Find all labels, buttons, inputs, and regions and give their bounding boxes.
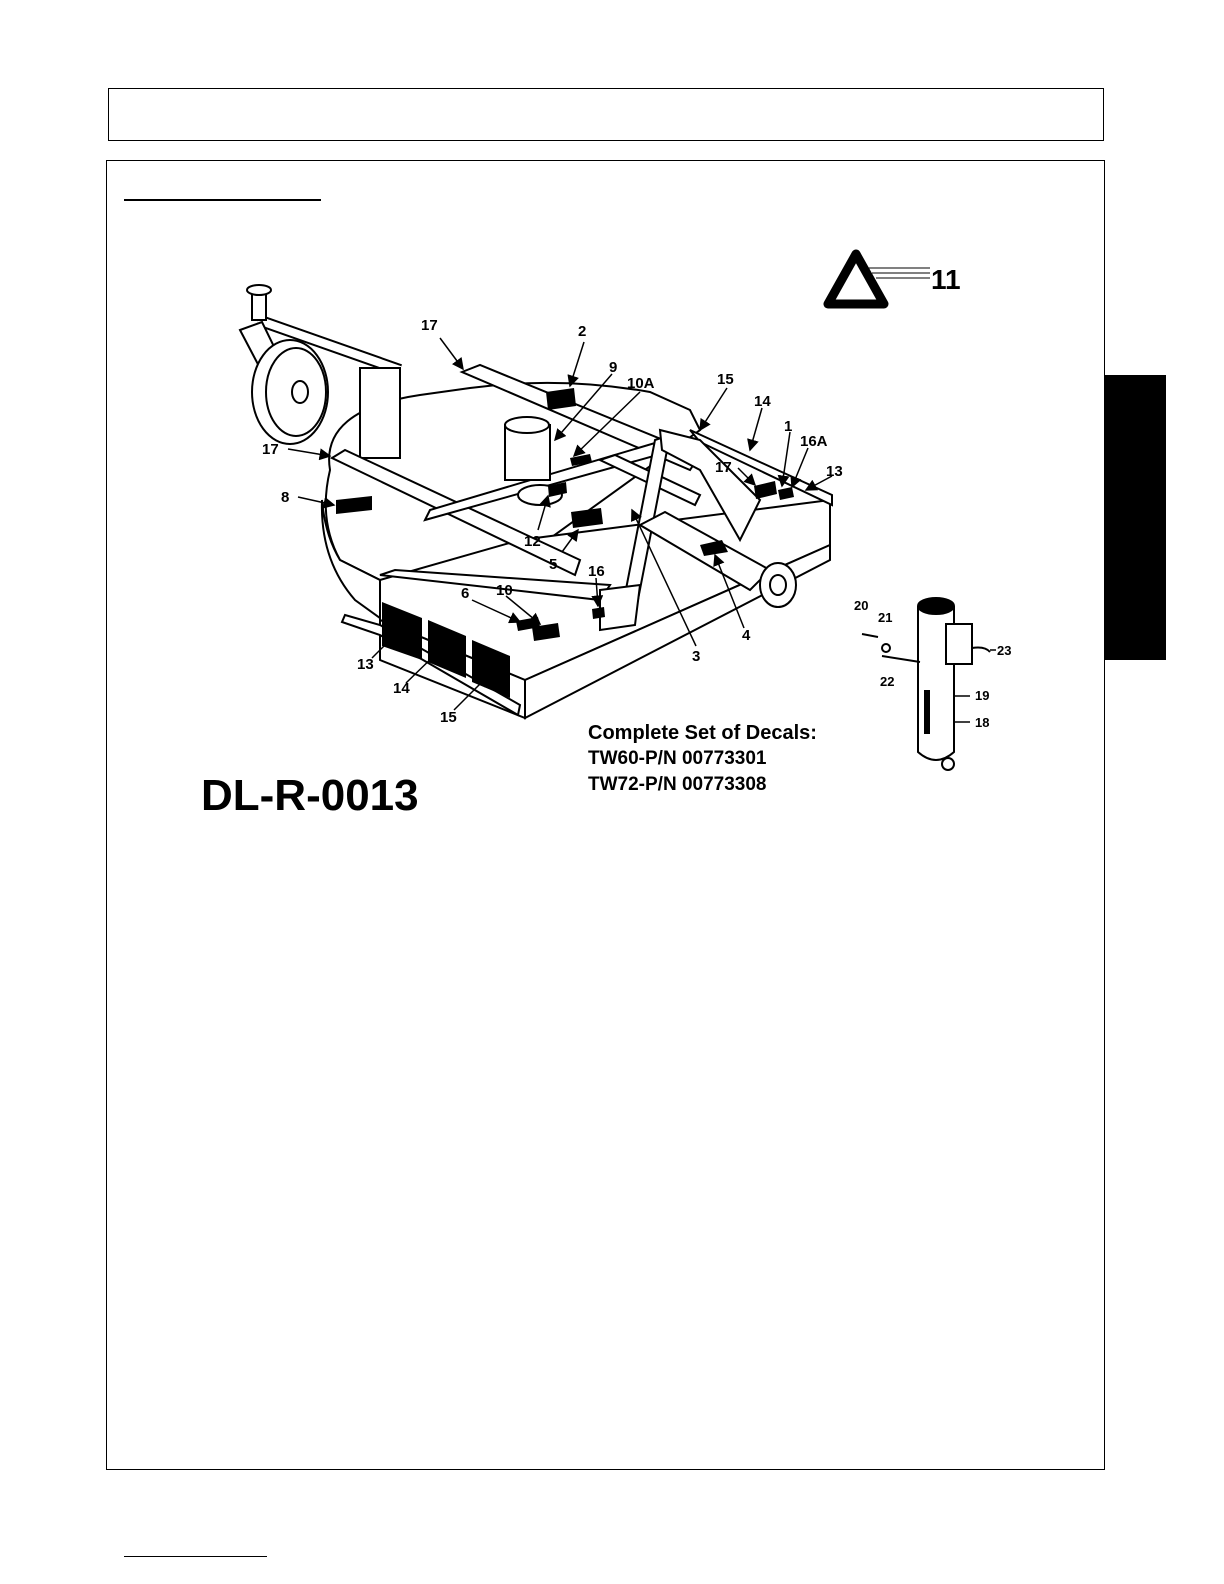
callout-15-lower: 15 [440, 709, 457, 726]
smv-triangle-icon [828, 254, 930, 304]
callout-8: 8 [281, 489, 289, 506]
decal-set-part-number-tw60: TW60-P/N 00773301 [588, 746, 817, 772]
callout-14-lower: 14 [393, 680, 410, 697]
callout-13-lower: 13 [357, 656, 374, 673]
callout-18: 18 [975, 715, 989, 730]
callout-11: 11 [931, 264, 961, 295]
callout-9: 9 [609, 359, 617, 376]
callout-2: 2 [578, 323, 586, 340]
callout-1: 1 [784, 418, 792, 435]
callout-20: 20 [854, 598, 868, 613]
decal-set-part-number-tw72: TW72-P/N 00773308 [588, 772, 817, 798]
callout-22: 22 [880, 674, 894, 689]
callout-15-upper: 15 [717, 371, 734, 388]
callout-21: 21 [878, 610, 892, 625]
callout-10a: 10A [627, 375, 655, 392]
tailwheel-assembly [240, 285, 400, 458]
callout-3: 3 [692, 648, 700, 665]
decal-set-heading: Complete Set of Decals: [588, 720, 817, 746]
drawing-id: DL-R-0013 [201, 772, 419, 820]
callout-16a: 16A [800, 433, 828, 450]
callout-4: 4 [742, 627, 751, 644]
callout-17-left: 17 [262, 441, 279, 458]
callout-13-upper: 13 [826, 463, 843, 480]
callout-17-right: 17 [715, 459, 732, 476]
callout-6: 6 [461, 585, 469, 602]
callout-12: 12 [524, 533, 541, 550]
callout-23: 23 [997, 643, 1011, 658]
callout-16: 16 [588, 563, 605, 580]
callout-14-upper: 14 [754, 393, 771, 410]
callout-17-top: 17 [421, 317, 438, 334]
callout-5: 5 [549, 556, 557, 573]
callout-19: 19 [975, 688, 989, 703]
callout-10: 10 [496, 582, 513, 599]
decal-set-info: Complete Set of Decals: TW60-P/N 0077330… [588, 720, 817, 798]
